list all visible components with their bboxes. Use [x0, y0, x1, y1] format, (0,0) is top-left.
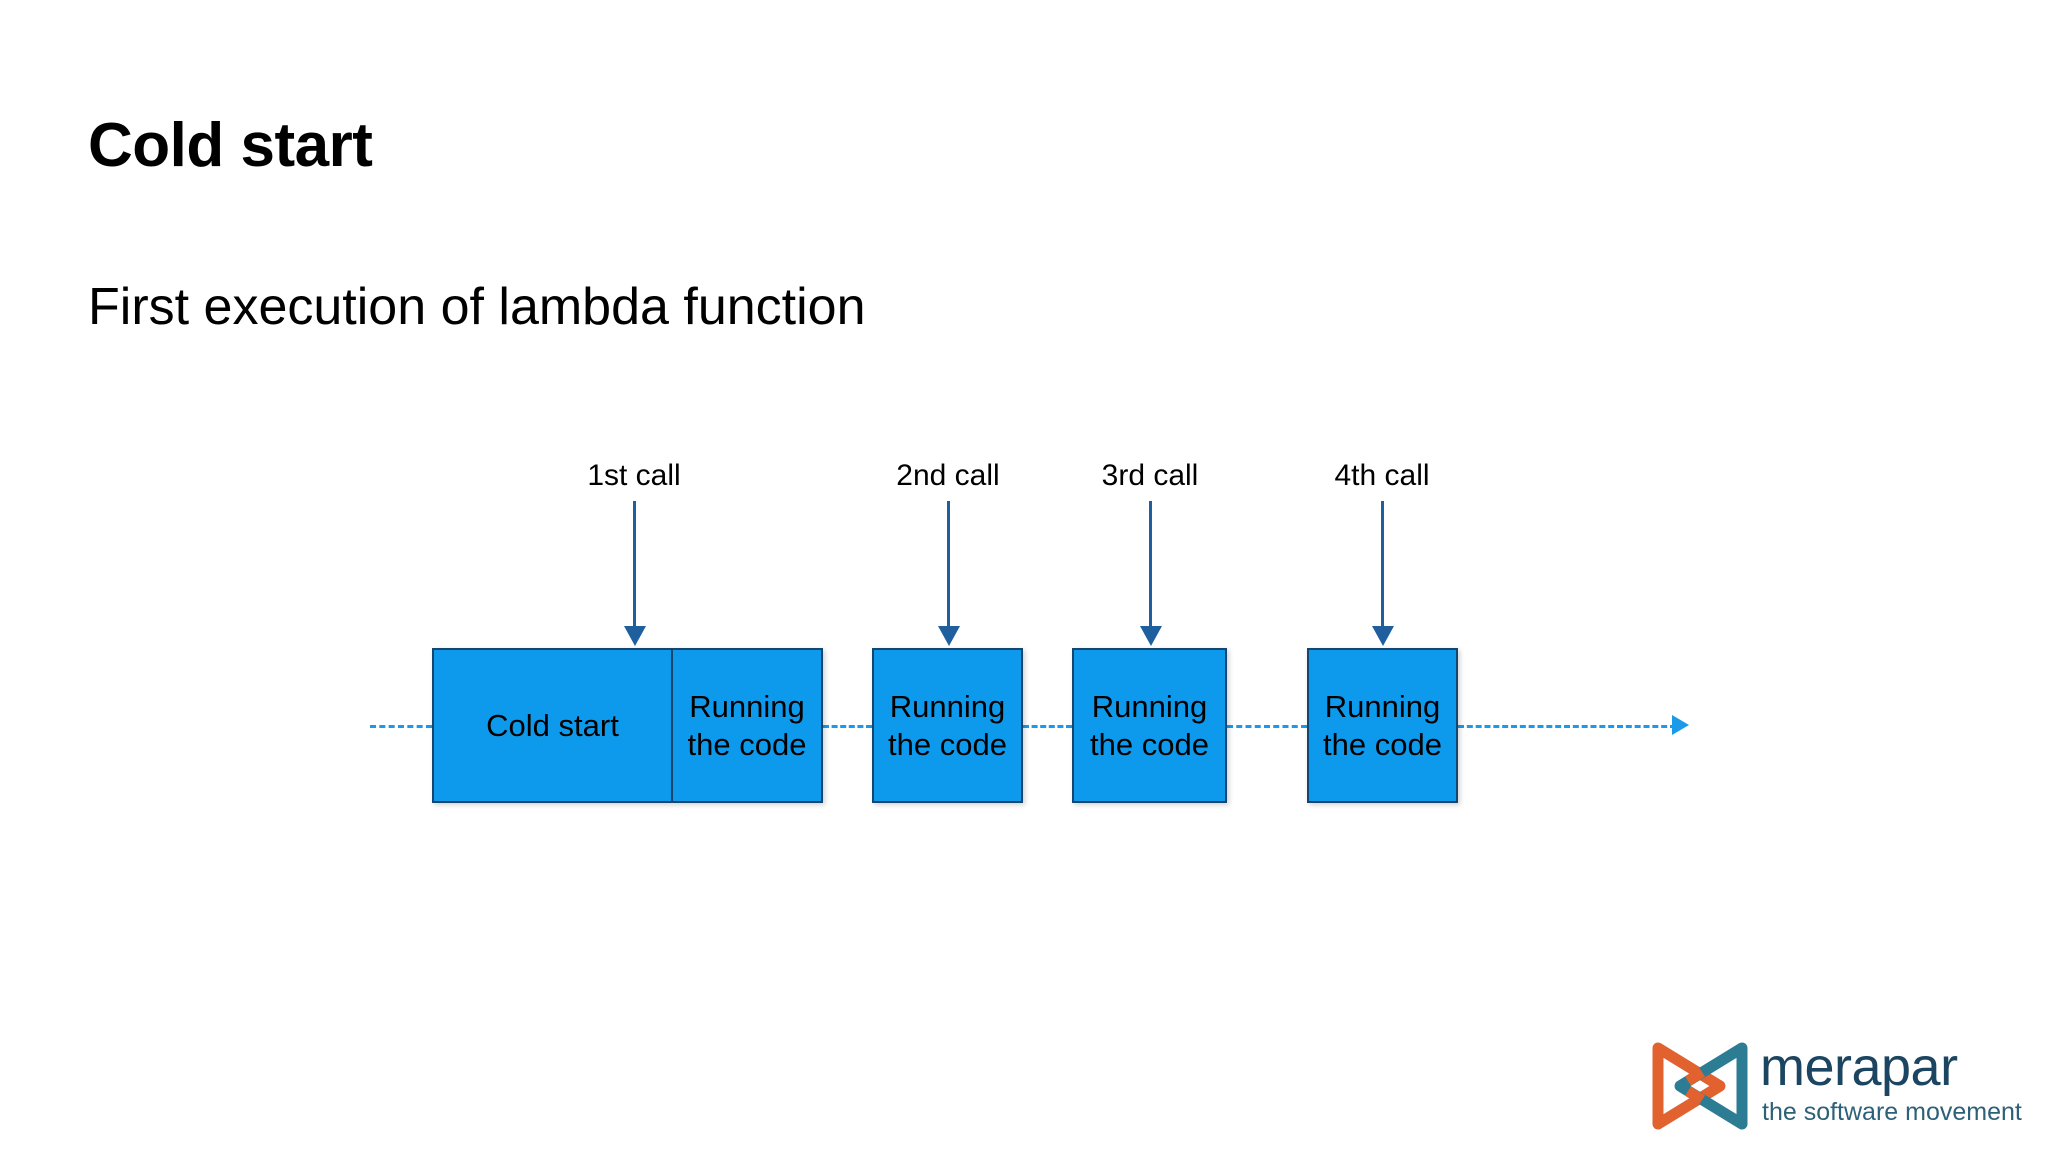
call-label-2: 2nd call	[896, 459, 1000, 492]
call-arrow-line-4	[1381, 501, 1384, 626]
exec-box-running-4-line1: Running	[1324, 688, 1441, 724]
exec-box-running-2-line2: the code	[888, 726, 1007, 762]
call-arrow-head-icon-3	[1140, 626, 1162, 646]
merapar-logo-mark-icon	[1652, 1042, 1748, 1130]
exec-box-cold-start-line1: Cold start	[486, 707, 619, 743]
call-arrow-line-1	[633, 501, 636, 626]
exec-box-running-2[interactable]: Running the code	[872, 648, 1023, 803]
timeline-segment-end	[1458, 725, 1676, 728]
timeline-arrowhead-icon	[1672, 715, 1689, 735]
call-label-1: 1st call	[587, 459, 681, 492]
exec-box-running-1[interactable]: Running the code	[672, 648, 823, 803]
exec-box-running-1-line1: Running	[689, 688, 805, 724]
timeline-segment-start	[370, 725, 432, 728]
exec-box-running-4-line2: the code	[1323, 726, 1442, 762]
call-arrow-head-icon-2	[938, 626, 960, 646]
merapar-tagline: the software movement	[1762, 1098, 2022, 1126]
page-title: Cold start	[88, 111, 373, 180]
call-arrow-line-2	[947, 501, 950, 626]
call-label-3: 3rd call	[1101, 459, 1199, 492]
exec-box-cold-start[interactable]: Cold start	[432, 648, 672, 803]
call-arrow-line-3	[1149, 501, 1152, 626]
timeline-segment-3	[1227, 725, 1307, 728]
exec-box-running-3[interactable]: Running the code	[1072, 648, 1227, 803]
timeline-segment-2	[1023, 725, 1072, 728]
merapar-logo: merapar the software movement	[1648, 1037, 2022, 1134]
exec-box-running-3-line1: Running	[1091, 688, 1208, 724]
merapar-wordmark: merapar	[1760, 1037, 1958, 1097]
call-label-4: 4th call	[1334, 459, 1430, 492]
exec-box-running-2-line1: Running	[889, 688, 1006, 724]
exec-box-running-3-line2: the code	[1090, 726, 1209, 762]
timeline-segment-1	[823, 725, 872, 728]
call-arrow-head-icon-4	[1372, 626, 1394, 646]
page-subtitle: First execution of lambda function	[88, 278, 866, 336]
call-arrow-head-icon-1	[624, 626, 646, 646]
exec-box-running-1-line2: the code	[687, 726, 807, 762]
exec-box-running-4[interactable]: Running the code	[1307, 648, 1458, 803]
